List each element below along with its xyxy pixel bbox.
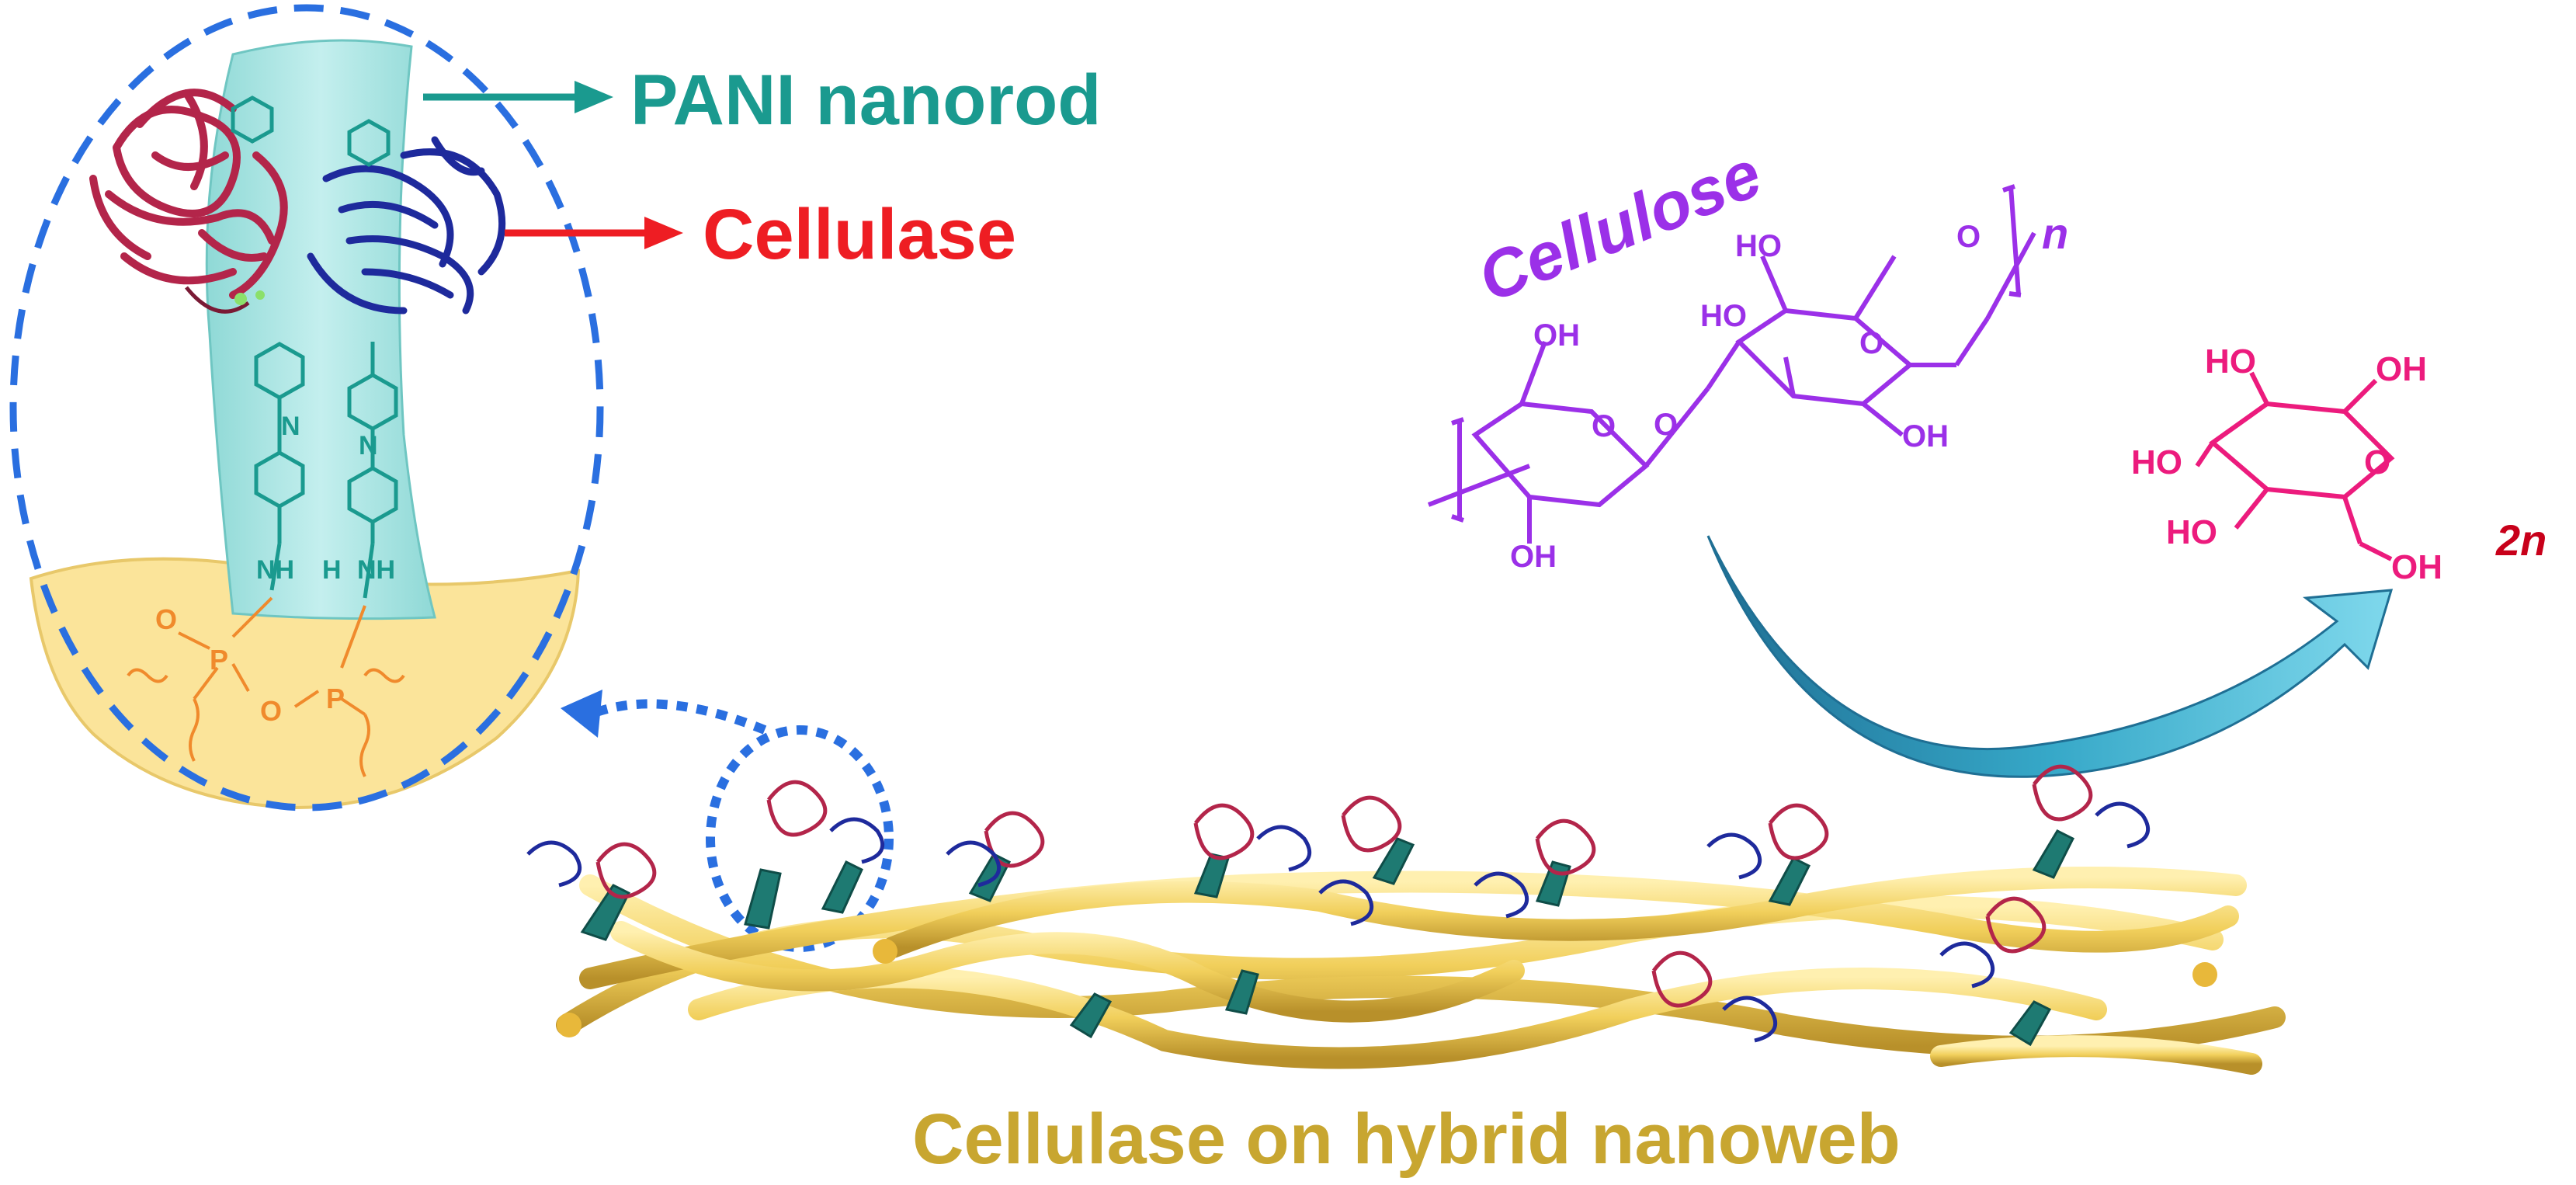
cellulose-ring-o: O — [1592, 409, 1616, 443]
cellulose-ring-o: O — [1859, 326, 1883, 360]
zoom-ellipse — [9, 4, 604, 811]
enzyme-clusters — [526, 764, 2151, 1043]
product-2n: 2n — [2495, 516, 2546, 565]
inset-zoom: N N NH H NH O P O P — [9, 4, 604, 811]
pani-n-label: N — [281, 412, 300, 441]
glucose-oh: OH — [2376, 350, 2427, 388]
cellulose-label: Cellulose — [1468, 136, 1771, 316]
nanoweb-fibers — [556, 867, 2286, 1075]
glucose-ho: HO — [2131, 443, 2182, 481]
pani-nanorod-label: PANI nanorod — [630, 61, 1102, 140]
hybrid-nanoweb: Cellulase on hybrid nanoweb — [526, 764, 2286, 1179]
pani-chain — [231, 96, 398, 599]
pani-tufts — [580, 829, 2075, 1047]
pani-nanorod-body — [205, 39, 436, 620]
phosphonate-linkers — [127, 596, 405, 777]
cellulase-label-group: Cellulase — [505, 195, 1016, 274]
zoom-dotted-circle — [706, 725, 894, 952]
pani-nh-label: NH — [357, 555, 395, 585]
glucose-ho: HO — [2166, 513, 2217, 551]
zoom-arrowhead — [561, 690, 602, 738]
hydrolysis-arrow — [1706, 535, 2394, 778]
glucose-oh: OH — [2391, 548, 2442, 586]
cellulase-label: Cellulase — [703, 195, 1016, 274]
fiber-end — [873, 939, 897, 964]
cellulase-protein-red — [89, 89, 288, 299]
cellulose-oh: OH — [1533, 318, 1580, 353]
glucose-ho: HO — [2205, 342, 2256, 381]
pani-n-label: N — [359, 431, 378, 460]
pani-h-label: H — [322, 555, 342, 585]
cellulose-structure: Cellulose OH — [1427, 136, 2068, 574]
phosphonate-p: P — [326, 683, 345, 714]
phosphonate-o: O — [155, 603, 177, 635]
cellulase-protein-blue — [307, 136, 506, 314]
phosphonate-o: O — [260, 695, 282, 727]
cellulose-o: O — [1956, 220, 1981, 254]
fiber-end — [557, 1013, 582, 1037]
fiber-end — [2192, 962, 2217, 987]
cellulose-oh: OH — [1510, 540, 1557, 574]
phosphonate-p: P — [210, 644, 228, 676]
nanoweb-caption: Cellulase on hybrid nanoweb — [912, 1100, 1901, 1179]
cellulose-oh: OH — [1902, 419, 1949, 453]
cellulose-o: O — [1654, 408, 1678, 442]
cellulose-ho: HO — [1735, 229, 1782, 263]
pani-nh-label: NH — [256, 555, 294, 585]
glucose-ring-o: O — [2364, 443, 2390, 481]
zoom-callout — [561, 690, 894, 952]
zoom-dotted-arrow — [588, 699, 767, 735]
cellulose-ho: HO — [1700, 299, 1747, 333]
pani-label-group: PANI nanorod — [423, 61, 1102, 140]
glucose-product: HO OH HO O HO OH 2n — [2131, 342, 2546, 586]
repeat-unit-n: n — [2042, 209, 2068, 258]
